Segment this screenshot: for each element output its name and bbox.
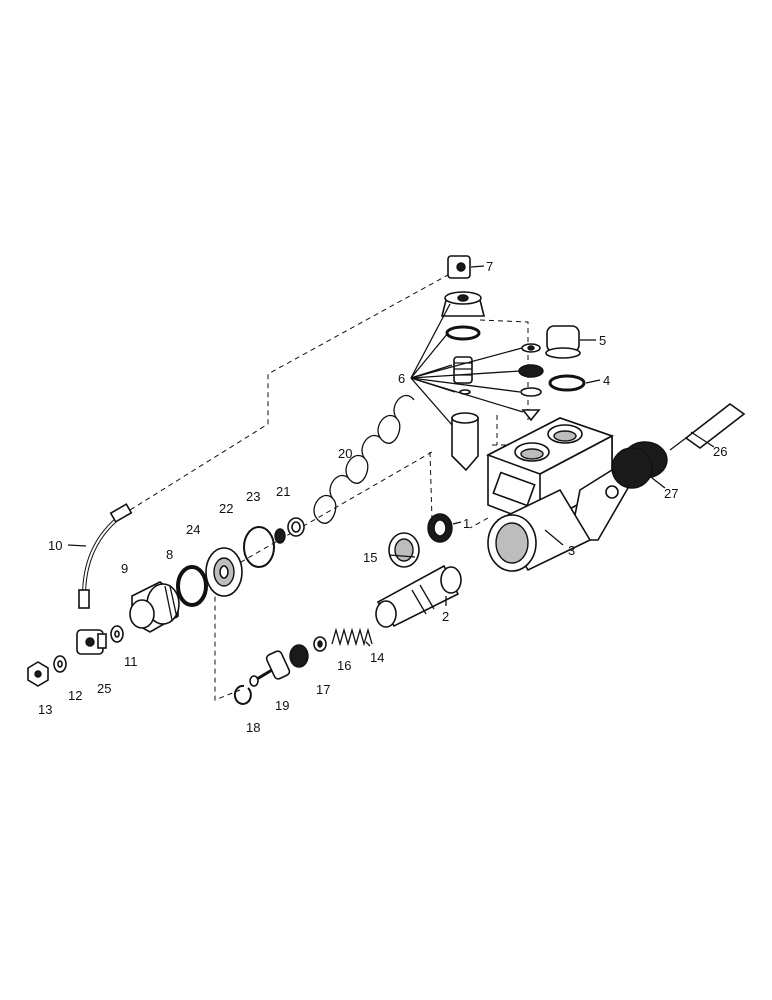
part-7-banjo-fitting — [447, 255, 485, 279]
part-12-washer — [53, 655, 67, 673]
part-26-rod — [669, 403, 746, 451]
callout-17: 17 — [316, 682, 330, 697]
callout-3: 3 — [568, 543, 575, 558]
part-20-spring — [313, 394, 415, 524]
callout-5: 5 — [599, 333, 606, 348]
leader-lines — [67, 303, 715, 647]
callout-25: 25 — [97, 681, 111, 696]
callout-1: 1 — [463, 516, 470, 531]
part-27-boot — [611, 441, 668, 489]
callout-9: 9 — [121, 561, 128, 576]
part-15-seal — [388, 532, 420, 568]
callout-26: 26 — [713, 444, 727, 459]
main-housing — [486, 417, 629, 572]
part-5-plug — [545, 325, 581, 359]
callout-19: 19 — [275, 698, 289, 713]
callout-10: 10 — [48, 538, 62, 553]
part-21-nut — [287, 517, 305, 537]
part-11-washer — [110, 625, 124, 643]
part-17-seal — [289, 644, 309, 668]
callout-18: 18 — [246, 720, 260, 735]
callout-labels: 1 2 3 4 5 6 7 8 9 10 11 12 13 14 15 16 1… — [38, 259, 727, 735]
callout-22: 22 — [219, 501, 233, 516]
part-22-oring — [243, 526, 275, 568]
part-18-circlip — [233, 684, 252, 705]
callout-11: 11 — [124, 654, 138, 669]
callout-8: 8 — [166, 547, 173, 562]
part-10-pipe — [78, 503, 133, 609]
part-13-bolt — [27, 661, 49, 687]
part-6-valve-stack — [440, 291, 544, 472]
part-9-end-cap — [129, 581, 180, 633]
callout-4: 4 — [603, 373, 610, 388]
callout-12: 12 — [68, 688, 82, 703]
callout-16: 16 — [337, 658, 351, 673]
callout-23: 23 — [246, 489, 260, 504]
callout-14: 14 — [370, 650, 384, 665]
callout-15: 15 — [363, 550, 377, 565]
callout-6: 6 — [398, 371, 405, 386]
callout-27: 27 — [664, 486, 678, 501]
part-23-washer — [274, 528, 286, 544]
callout-24: 24 — [186, 522, 200, 537]
callout-13: 13 — [38, 702, 52, 717]
callout-21: 21 — [276, 484, 290, 499]
part-14-spring — [331, 627, 373, 647]
callout-20: 20 — [338, 446, 352, 461]
part-8-oring — [176, 565, 208, 607]
callout-7: 7 — [486, 259, 493, 274]
part-24-piston-disc — [205, 547, 243, 597]
part-2-piston — [375, 564, 462, 628]
callout-2: 2 — [442, 609, 449, 624]
part-4-seal — [548, 374, 586, 392]
part-1-seal — [427, 513, 453, 543]
part-16-cap — [313, 636, 327, 652]
part-25-tee-fitting — [76, 629, 107, 655]
part-19-valve-stem — [249, 650, 291, 687]
